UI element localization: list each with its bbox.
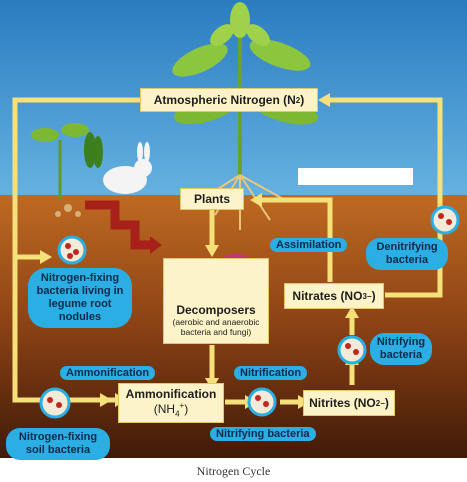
plants-box: Plants — [180, 188, 244, 210]
nitrifying-bacteria-bottom-label: Nitrifying bacteria — [210, 427, 316, 441]
rabbit-illustration — [103, 142, 152, 194]
legume-illustration — [31, 123, 103, 217]
blank-patch — [298, 168, 413, 185]
nitrification-label: Nitrification — [234, 366, 308, 380]
figure-caption: Nitrogen Cycle — [196, 464, 271, 478]
decomposers-description: (aerobic and anaerobic bacteria and fung… — [172, 317, 260, 337]
ammonification-box: Ammonification (NH4+) — [118, 383, 224, 423]
soil-bacteria-label: Nitrogen-fixing soil bacteria — [6, 428, 110, 460]
legume-to-decomposer-arrow — [85, 200, 150, 250]
assimilation-label: Assimilation — [270, 238, 348, 252]
decomposers-box: Decomposers (aerobic and anaerobic bacte… — [163, 258, 269, 344]
plants-label: Plants — [193, 192, 230, 206]
nitrates-label: Nitrates (NO — [292, 289, 363, 303]
legume-nodule-bacteria-label: Nitrogen-fixing bacteria living in legum… — [28, 268, 132, 328]
decomposers-title: Decomposers — [176, 303, 256, 317]
ammonification-title: Ammonification — [125, 387, 217, 402]
ammonium-formula: (NH — [153, 402, 176, 417]
ammonification-process-label: Ammonification — [60, 366, 156, 380]
nitrites-label: Nitrites (NO — [309, 396, 376, 410]
nitrifying-bacteria-right-label: Nitrifying bacteria — [370, 333, 432, 365]
denitrifying-bacteria-label: Denitrifying bacteria — [366, 238, 448, 270]
atmospheric-nitrogen-label: Atmospheric Nitrogen (N — [153, 93, 296, 107]
